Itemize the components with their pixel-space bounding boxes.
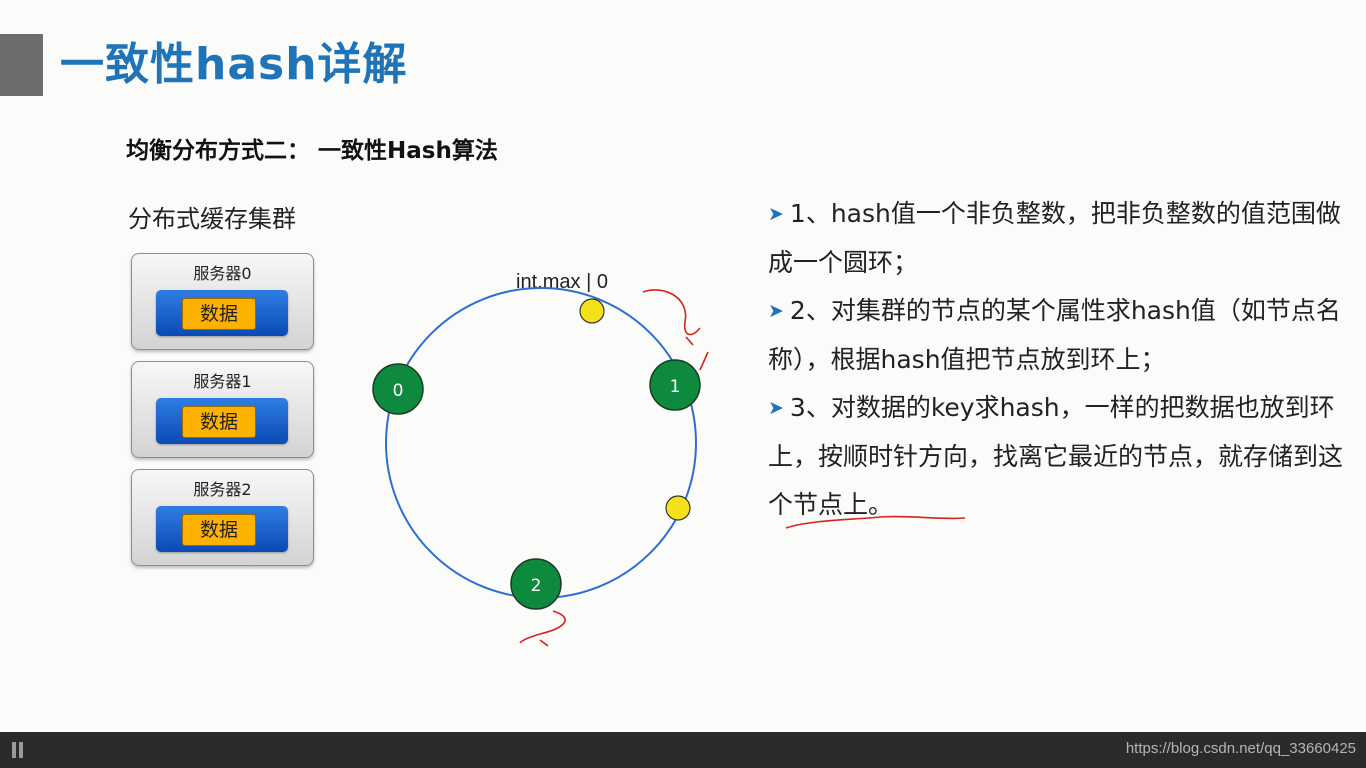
data-point <box>665 495 691 521</box>
slide-subtitle: 均衡分布方式二： 一致性Hash算法 <box>126 138 498 164</box>
server-name: 服务器0 <box>193 264 252 283</box>
server-2: 服务器2 数据 <box>131 469 314 566</box>
data-point <box>579 298 605 324</box>
bullet-item: ➤2、对集群的节点的某个属性求hash值（如节点名称），根据hash值把节点放到… <box>768 287 1348 384</box>
node-label: 2 <box>531 576 542 596</box>
video-player-bar: https://blog.csdn.net/qq_33660425 <box>0 732 1366 768</box>
bullet-text: 2、对集群的节点的某个属性求hash值（如节点名称），根据hash值把节点放到环… <box>768 296 1341 374</box>
data-label: 数据 <box>182 298 256 330</box>
hash-ring <box>385 287 697 599</box>
bullet-text: 1、hash值一个非负整数，把非负整数的值范围做成一个圆环； <box>768 199 1341 277</box>
ring-node-2: 2 <box>510 558 562 610</box>
arrow-right-icon: ➤ <box>768 203 784 225</box>
node-label: 1 <box>670 377 681 397</box>
server-0: 服务器0 数据 <box>131 253 314 350</box>
slide: 一致性hash详解 均衡分布方式二： 一致性Hash算法 分布式缓存集群 服务器… <box>0 34 1348 647</box>
data-label: 数据 <box>182 406 256 438</box>
ring-node-0: 0 <box>372 363 424 415</box>
bullet-list: ➤1、hash值一个非负整数，把非负整数的值范围做成一个圆环； ➤2、对集群的节… <box>768 190 1348 530</box>
data-box: 数据 <box>156 290 288 336</box>
arrow-right-icon: ➤ <box>768 397 784 419</box>
data-box: 数据 <box>156 506 288 552</box>
bullet-text: 3、对数据的key求hash，一样的把数据也放到环上，按顺时针方向，找离它最近的… <box>768 393 1344 519</box>
bullet-item: ➤1、hash值一个非负整数，把非负整数的值范围做成一个圆环； <box>768 190 1348 287</box>
data-box: 数据 <box>156 398 288 444</box>
slide-title: 一致性hash详解 <box>60 39 408 90</box>
server-1: 服务器1 数据 <box>131 361 314 458</box>
server-name: 服务器1 <box>193 372 252 391</box>
pause-icon[interactable] <box>10 742 26 758</box>
watermark: https://blog.csdn.net/qq_33660425 <box>1125 740 1356 757</box>
node-label: 0 <box>393 381 404 401</box>
ring-node-1: 1 <box>649 359 701 411</box>
data-label: 数据 <box>182 514 256 546</box>
arrow-right-icon: ➤ <box>768 300 784 322</box>
hash-ring-diagram: int.max | 0 0 1 2 <box>372 271 701 610</box>
bullet-item: ➤3、对数据的key求hash，一样的把数据也放到环上，按顺时针方向，找离它最近… <box>768 384 1348 530</box>
server-name: 服务器2 <box>193 480 252 499</box>
cluster-label: 分布式缓存集群 <box>128 205 296 233</box>
title-accent-bar <box>0 34 43 96</box>
